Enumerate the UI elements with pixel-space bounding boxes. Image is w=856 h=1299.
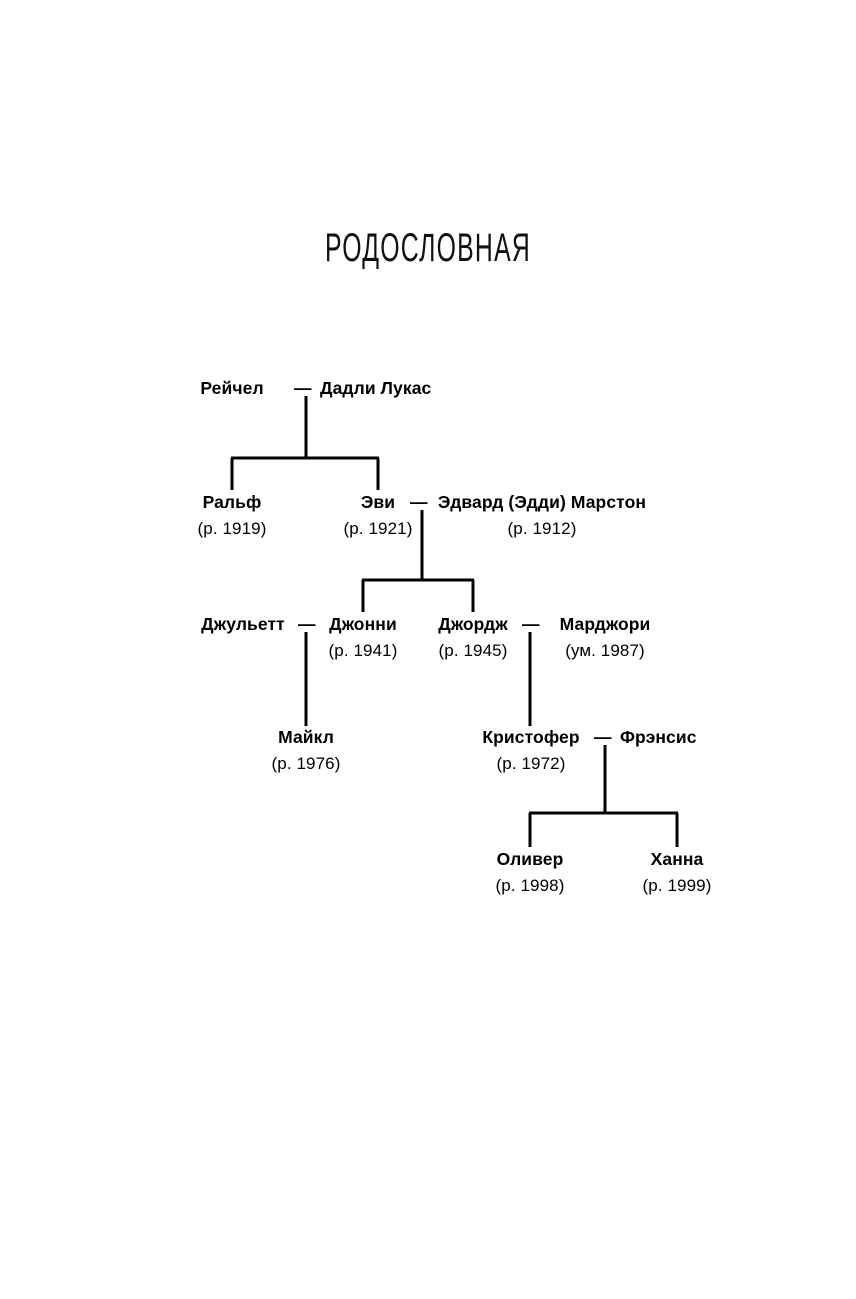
person-johnny[interactable]: Джонни (р. 1941) <box>305 614 421 660</box>
person-name: Фрэнсис <box>620 727 697 747</box>
person-years: (р. 1976) <box>271 753 341 773</box>
person-evie[interactable]: Эви (р. 1921) <box>318 492 438 538</box>
person-name: Эдвард (Эдди) Марстон <box>437 492 647 512</box>
marriage-dash-rachel-dudley: — <box>294 378 312 398</box>
person-years: (р. 1972) <box>496 753 566 773</box>
person-name: Рейчел <box>200 378 264 398</box>
page-title: РОДОСЛОВНАЯ <box>324 226 532 270</box>
person-years: (р. 1945) <box>438 640 508 660</box>
person-years: (р. 1998) <box>495 875 565 895</box>
person-frances[interactable]: Фрэнсис <box>620 727 730 747</box>
person-name: Кристофер <box>482 727 580 747</box>
person-years: (р. 1919) <box>197 518 267 538</box>
person-juliett[interactable]: Джульетт <box>187 614 299 634</box>
person-name: Джонни <box>329 614 397 634</box>
person-name: Джульетт <box>201 614 285 634</box>
person-dudley-lucas[interactable]: Дадли Лукас <box>320 378 460 398</box>
person-george[interactable]: Джордж (р. 1945) <box>416 614 530 660</box>
person-name: Ральф <box>202 492 262 512</box>
person-years: (р. 1921) <box>343 518 413 538</box>
marriage-dash-christopher-frances: — <box>594 727 612 747</box>
person-name: Дадли Лукас <box>320 378 432 398</box>
person-years: (р. 1912) <box>507 518 577 538</box>
person-years: (р. 1941) <box>328 640 398 660</box>
person-name: Оливер <box>496 849 564 869</box>
marriage-dash-juliett-johnny: — <box>298 614 316 634</box>
person-name: Эви <box>360 492 396 512</box>
person-christopher[interactable]: Кристофер (р. 1972) <box>466 727 596 773</box>
person-name: Ханна <box>650 849 704 869</box>
person-rachel[interactable]: Рейчел <box>172 378 292 398</box>
person-oliver[interactable]: Оливер (р. 1998) <box>470 849 590 895</box>
marriage-dash-evie-edward: — <box>410 492 428 512</box>
person-hannah[interactable]: Ханна (р. 1999) <box>617 849 737 895</box>
person-marjorie[interactable]: Марджори (ум. 1987) <box>546 614 664 660</box>
person-ralph[interactable]: Ральф (р. 1919) <box>172 492 292 538</box>
person-edward-marston[interactable]: Эдвард (Эдди) Марстон (р. 1912) <box>436 492 648 538</box>
marriage-dash-george-marjorie: — <box>522 614 540 634</box>
person-years: (р. 1999) <box>642 875 712 895</box>
person-michael[interactable]: Майкл (р. 1976) <box>246 727 366 773</box>
person-years: (ум. 1987) <box>565 640 645 660</box>
person-name: Марджори <box>559 614 651 634</box>
person-name: Майкл <box>278 727 334 747</box>
person-name: Джордж <box>438 614 508 634</box>
